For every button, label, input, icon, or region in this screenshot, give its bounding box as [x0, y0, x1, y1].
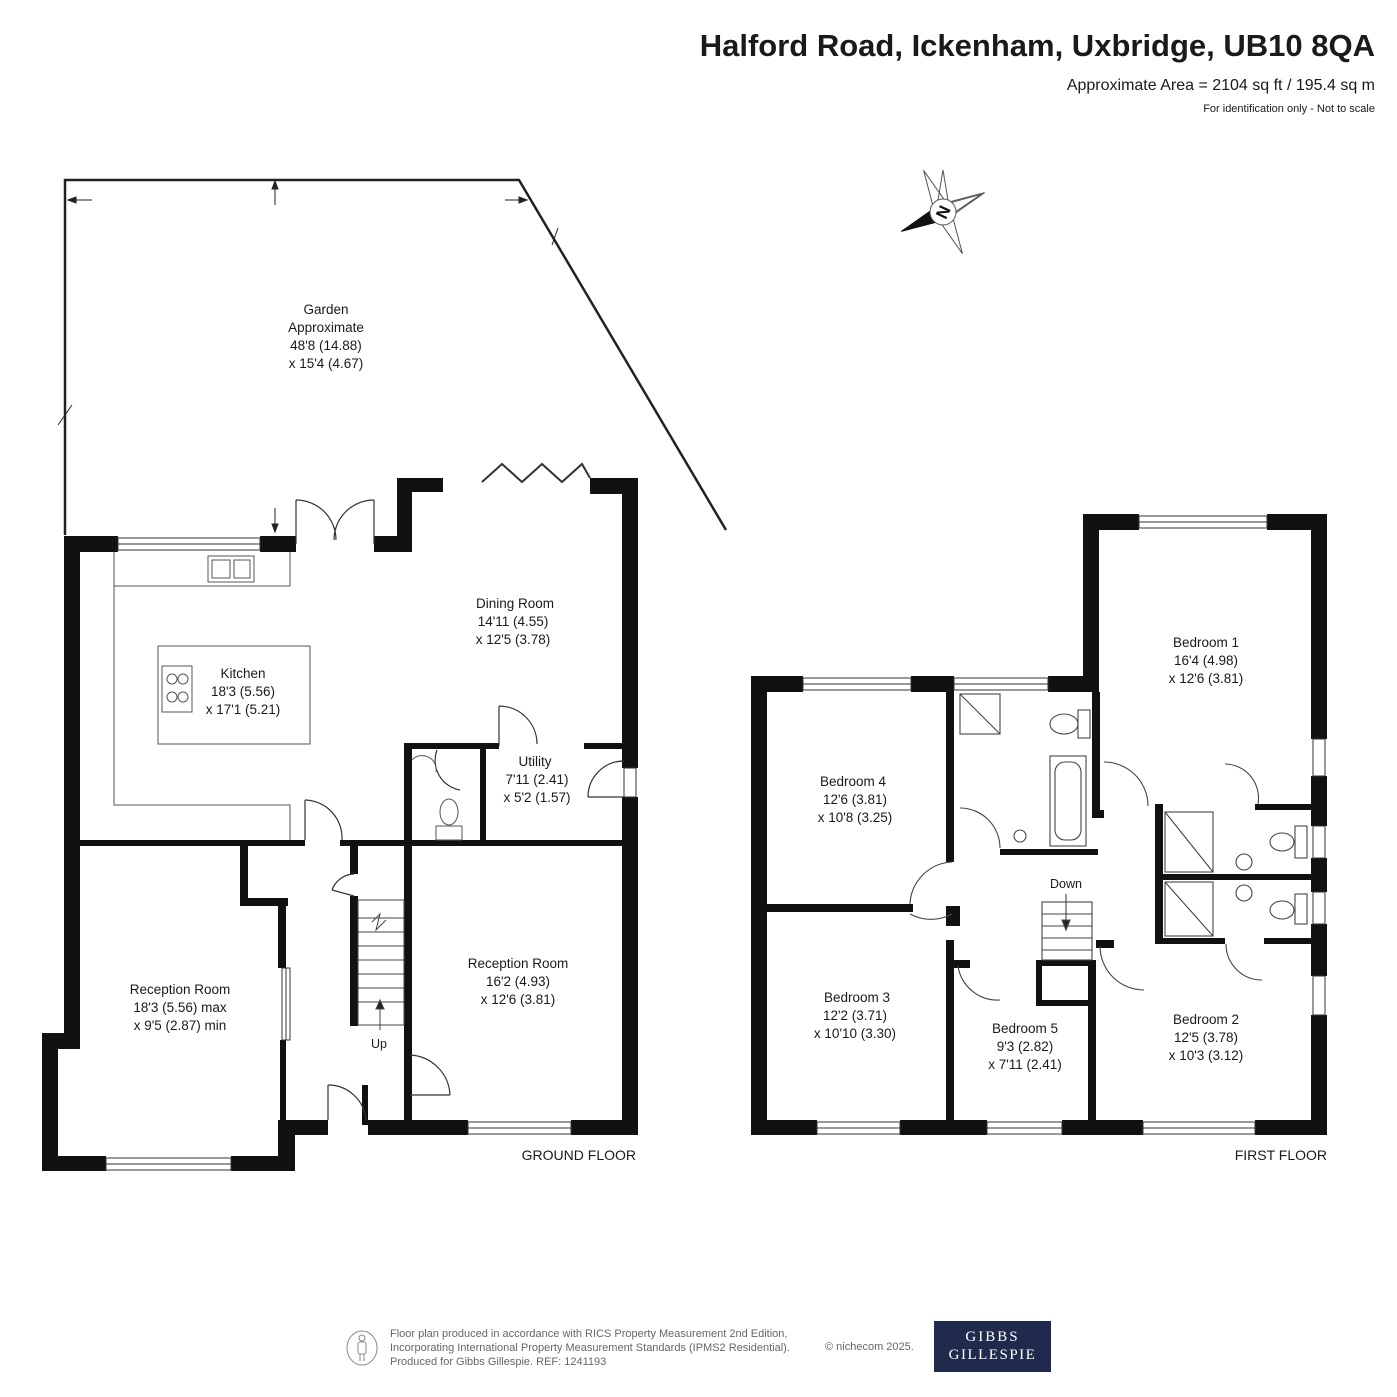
first-floor-walls: [751, 514, 1327, 1135]
kitchen-fittings: [113, 552, 463, 841]
svg-text:12'5 (3.78): 12'5 (3.78): [1174, 1030, 1238, 1045]
svg-text:7'11 (2.41): 7'11 (2.41): [505, 772, 568, 787]
svg-text:Garden: Garden: [303, 302, 348, 317]
svg-text:Bedroom 1: Bedroom 1: [1173, 635, 1239, 650]
svg-text:Reception Room: Reception Room: [130, 982, 231, 997]
utility-label: Utility 7'11 (2.41) x 5'2 (1.57): [503, 754, 570, 805]
svg-text:x 12'6 (3.81): x 12'6 (3.81): [481, 992, 556, 1007]
ground-floor-windows: [105, 537, 637, 1171]
ground-floor-walls: [42, 478, 638, 1171]
svg-text:x 10'3 (3.12): x 10'3 (3.12): [1169, 1048, 1244, 1063]
svg-text:Dining Room: Dining Room: [476, 596, 554, 611]
stairs-down-label: Down: [1050, 877, 1082, 891]
logo-line-1: GIBBS: [965, 1329, 1020, 1345]
first-floor-label: FIRST FLOOR: [1235, 1147, 1327, 1163]
svg-text:x 12'5 (3.78): x 12'5 (3.78): [476, 632, 551, 647]
footer-line-2: Incorporating International Property Mea…: [390, 1342, 790, 1354]
svg-text:Approximate: Approximate: [288, 320, 364, 335]
garden-boundary: [63, 178, 728, 535]
approximate-area: Approximate Area = 2104 sq ft / 195.4 sq…: [1066, 77, 1375, 94]
svg-text:18'3 (5.56) max: 18'3 (5.56) max: [133, 1000, 227, 1015]
footer-notes: Floor plan produced in accordance with R…: [390, 1327, 790, 1369]
svg-text:x 15'4 (4.67): x 15'4 (4.67): [289, 356, 364, 371]
svg-text:x 5'2 (1.57): x 5'2 (1.57): [503, 790, 570, 805]
first-floor-fittings: [909, 693, 1308, 1001]
kitchen-label: Kitchen 18'3 (5.56) x 17'1 (5.21): [206, 666, 281, 717]
svg-text:x 10'8 (3.25): x 10'8 (3.25): [818, 810, 893, 825]
garden-label: Garden Approximate 48'8 (14.88) x 15'4 (…: [288, 302, 364, 371]
copyright-notice: © nichecom 2025.: [825, 1341, 914, 1353]
reception-room-left-label: Reception Room 18'3 (5.56) max x 9'5 (2.…: [130, 982, 231, 1033]
svg-text:Kitchen: Kitchen: [220, 666, 265, 681]
svg-text:Bedroom 5: Bedroom 5: [992, 1021, 1058, 1036]
garden-dimension-arrows: [57, 179, 559, 534]
footer-line-1: Floor plan produced in accordance with R…: [390, 1328, 788, 1340]
svg-text:12'2 (3.71): 12'2 (3.71): [823, 1008, 887, 1023]
bedroom-1-label: Bedroom 1 16'4 (4.98) x 12'6 (3.81): [1169, 635, 1244, 686]
svg-text:x 10'10 (3.30): x 10'10 (3.30): [814, 1026, 896, 1041]
footer-line-3: Produced for Gibbs Gillespie. REF: 12411…: [390, 1356, 607, 1368]
property-address-title: Halford Road, Ickenham, Uxbridge, UB10 8…: [699, 28, 1375, 63]
first-floor-windows: [802, 515, 1326, 1135]
bedroom-5-label: Bedroom 5 9'3 (2.82) x 7'11 (2.41): [988, 1021, 1062, 1072]
dining-room-label: Dining Room 14'11 (4.55) x 12'5 (3.78): [476, 596, 554, 647]
svg-text:14'11 (4.55): 14'11 (4.55): [478, 614, 549, 629]
logo-line-2: GILLESPIE: [948, 1347, 1037, 1363]
svg-text:x 17'1 (5.21): x 17'1 (5.21): [206, 702, 281, 717]
svg-text:x 12'6 (3.81): x 12'6 (3.81): [1169, 671, 1244, 686]
reception-room-right-label: Reception Room 16'2 (4.93) x 12'6 (3.81): [468, 956, 569, 1007]
scale-disclaimer: For identification only - Not to scale: [1203, 103, 1375, 115]
svg-text:Bedroom 3: Bedroom 3: [824, 990, 890, 1005]
svg-text:9'3 (2.82): 9'3 (2.82): [997, 1039, 1054, 1054]
svg-text:16'2 (4.93): 16'2 (4.93): [486, 974, 550, 989]
person-scale-icon: [346, 1330, 378, 1366]
compass-north-icon: N: [901, 169, 985, 254]
gibbs-gillespie-logo: GIBBS GILLESPIE: [934, 1321, 1051, 1372]
svg-text:18'3 (5.56): 18'3 (5.56): [211, 684, 275, 699]
svg-text:x 7'11 (2.41): x 7'11 (2.41): [988, 1057, 1062, 1072]
svg-text:12'6 (3.81): 12'6 (3.81): [823, 792, 887, 807]
bedroom-4-label: Bedroom 4 12'6 (3.81) x 10'8 (3.25): [818, 774, 893, 825]
bedroom-2-label: Bedroom 2 12'5 (3.78) x 10'3 (3.12): [1169, 1012, 1244, 1063]
svg-text:x 9'5 (2.87) min: x 9'5 (2.87) min: [134, 1018, 227, 1033]
svg-text:Reception Room: Reception Room: [468, 956, 569, 971]
svg-text:Utility: Utility: [519, 754, 552, 769]
svg-text:Bedroom 4: Bedroom 4: [820, 774, 887, 789]
ground-floor-doors: [295, 462, 625, 1121]
stairs-up-label: Up: [371, 1037, 387, 1051]
svg-text:48'8 (14.88): 48'8 (14.88): [290, 338, 362, 353]
ground-floor-staircase: [357, 899, 405, 1030]
bedroom-3-label: Bedroom 3 12'2 (3.71) x 10'10 (3.30): [814, 990, 896, 1041]
svg-text:16'4 (4.98): 16'4 (4.98): [1174, 653, 1238, 668]
svg-text:Bedroom 2: Bedroom 2: [1173, 1012, 1239, 1027]
ground-floor-label: GROUND FLOOR: [522, 1147, 636, 1163]
